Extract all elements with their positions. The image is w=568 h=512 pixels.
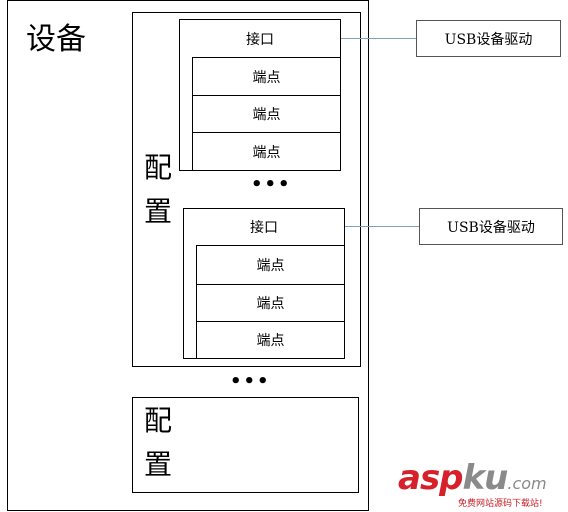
watermark-brand-a: asp: [398, 458, 464, 498]
endpoint-2-3: 端点: [196, 321, 345, 359]
config-label-1-char-2: 置: [143, 195, 172, 228]
watermark-logo: aspku.com 免费网站源码下载站!: [398, 458, 547, 509]
connector-line-1: [341, 38, 417, 39]
endpoint-2-1: 端点: [196, 245, 345, 285]
endpoint-1-1: 端点: [192, 57, 341, 96]
watermark-brand-b: ku: [462, 458, 509, 498]
usb-driver-box-2: USB设备驱动: [419, 208, 563, 245]
interface-label-2: 接口: [250, 220, 278, 236]
watermark-domain: .com: [507, 474, 547, 493]
endpoint-1-3: 端点: [192, 132, 341, 171]
interface-label-1: 接口: [246, 31, 274, 48]
endpoint-1-2: 端点: [192, 95, 341, 133]
connector-line-2: [345, 226, 419, 227]
usb-driver-box-1: USB设备驱动: [416, 20, 561, 57]
interface-ellipsis: •••: [251, 174, 292, 195]
config-label-1-char-1: 配: [143, 151, 172, 184]
watermark-tagline: 免费网站源码下载站!: [458, 499, 543, 509]
config-label-2-char-2: 置: [143, 448, 172, 481]
config-ellipsis: •••: [230, 371, 271, 392]
device-label: 设备: [26, 22, 86, 57]
config-box-2: [132, 397, 359, 493]
endpoint-2-2: 端点: [196, 284, 345, 322]
config-label-2-char-1: 配: [143, 404, 172, 437]
